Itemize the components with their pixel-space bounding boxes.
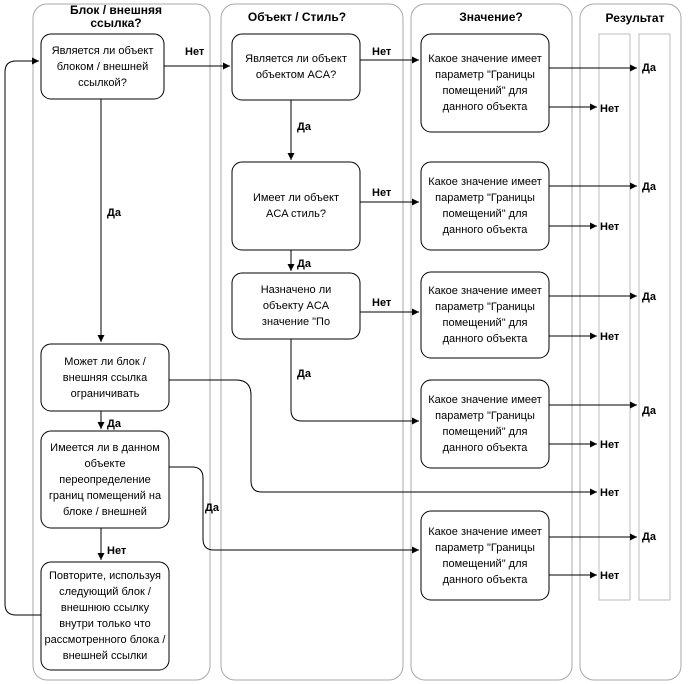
node-override: Имеется ли в данном объекте переопределе… — [48, 441, 162, 518]
node-repeat: Повторите, используя следующий блок / вн… — [44, 570, 166, 662]
label-yes: Да — [297, 368, 311, 380]
node-value-3: Какое значение имеет параметр "Границы п… — [428, 285, 542, 345]
lane-header-result: Результат — [605, 11, 665, 25]
result-yes: Да — [642, 62, 656, 74]
label-no: Нет — [372, 297, 392, 309]
result-no: Нет — [600, 487, 620, 499]
edge-override-yes — [169, 466, 419, 554]
result-column-no — [638, 33, 671, 601]
node-value-5: Какое значение имеет параметр "Границы п… — [428, 525, 542, 586]
node-value-1: Какое значение имеет параметр "Границы п… — [428, 53, 542, 113]
result-column-yes — [598, 33, 631, 601]
lane-header-object: Объект / Стиль? — [247, 10, 347, 24]
label-yes: Да — [297, 121, 311, 133]
node-aca-assigned: Назначено ли объекту ACA значение "По — [260, 284, 332, 328]
node-value-1-box — [420, 33, 550, 133]
node-can-bound: Может ли блок / внешняя ссылка ограничив… — [62, 355, 148, 400]
node-value-2: Какое значение имеет параметр "Границы п… — [428, 176, 542, 236]
result-no: Нет — [600, 103, 620, 115]
label-no: Нет — [372, 46, 392, 58]
node-is-aca-object-box — [231, 33, 361, 101]
label-yes: Да — [107, 418, 121, 430]
node-value-5-box — [420, 510, 550, 601]
result-no: Нет — [600, 331, 620, 343]
label-yes: Да — [205, 502, 219, 514]
label-no: Нет — [372, 187, 392, 199]
node-value-4: Какое значение имеет параметр "Границы п… — [428, 394, 542, 454]
result-yes: Да — [642, 291, 656, 303]
lane-header-block: Блок / внешняя ссылка? — [70, 3, 162, 30]
node-value-4-box — [420, 379, 550, 469]
node-can-bound-box — [40, 343, 170, 412]
node-has-aca-style: Имеет ли объект ACA стиль? — [252, 192, 340, 220]
edge-can-bound-no — [169, 379, 597, 496]
node-is-block: Является ли объект блоком / внешней ссыл… — [51, 44, 154, 89]
lane-header-value: Значение? — [459, 10, 523, 24]
node-is-aca-object: Является ли объект объектом ACA? — [245, 53, 347, 81]
node-repeat-box — [40, 561, 170, 671]
node-override-box — [40, 430, 170, 529]
result-no: Нет — [600, 221, 620, 233]
label-yes: Да — [297, 258, 311, 270]
node-value-3-box — [420, 271, 550, 359]
node-aca-assigned-box — [231, 272, 361, 340]
node-has-aca-style-box — [231, 161, 361, 251]
label-no: Нет — [185, 46, 205, 58]
label-yes: Да — [107, 207, 121, 219]
node-value-2-box — [420, 161, 550, 251]
edge-repeat-loop — [4, 57, 41, 616]
result-yes: Да — [642, 405, 656, 417]
edge-aca-assigned-yes — [290, 339, 419, 425]
result-no: Нет — [600, 439, 620, 451]
label-no: Нет — [107, 545, 127, 557]
result-no: Нет — [600, 570, 620, 582]
result-yes: Да — [642, 531, 656, 543]
lane-object — [220, 3, 404, 681]
result-yes: Да — [642, 181, 656, 193]
